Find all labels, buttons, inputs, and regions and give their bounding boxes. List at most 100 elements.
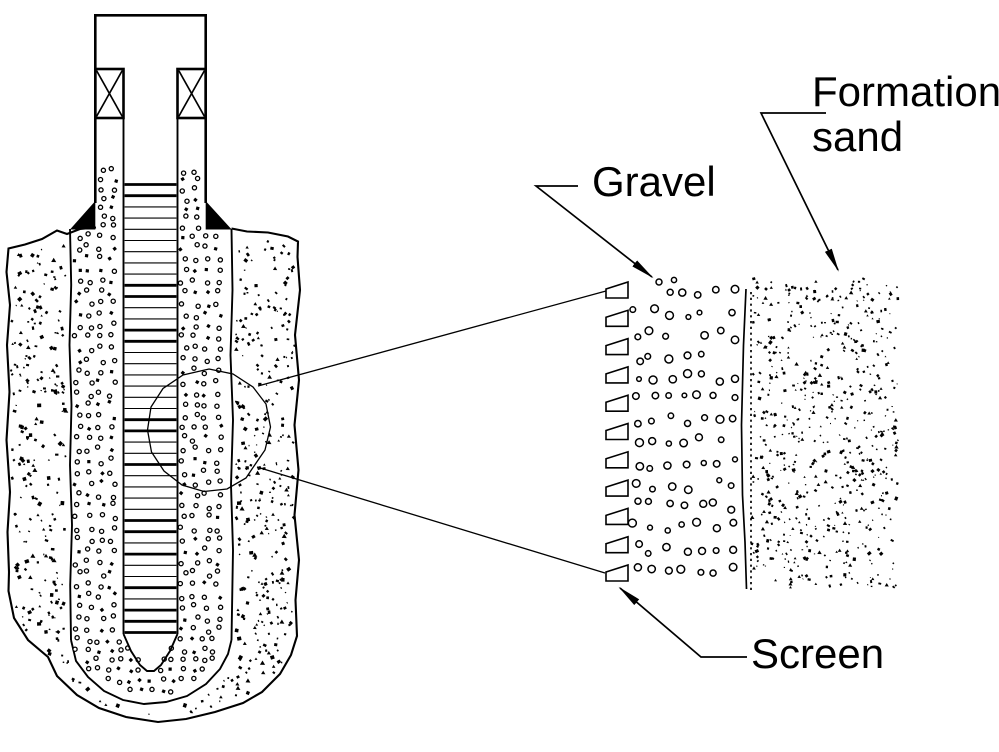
gravel-dot	[206, 557, 213, 564]
sand-speck	[243, 292, 246, 295]
gravel-dot	[74, 459, 81, 465]
sand-speck	[280, 526, 284, 530]
sand-speck	[277, 518, 280, 522]
sand-speck	[877, 377, 881, 380]
gravel-dot	[183, 570, 189, 576]
gravel-circle	[716, 477, 723, 484]
sand-speck	[261, 432, 265, 435]
gravel-dot	[110, 222, 117, 228]
sand-speck	[237, 654, 244, 661]
sand-speck	[785, 552, 788, 556]
sand-speck	[762, 439, 766, 442]
sand-speck	[61, 583, 64, 586]
sand-speck	[283, 502, 286, 506]
sand-speck	[794, 388, 797, 391]
screen-wire	[605, 450, 629, 469]
packer-left	[94, 67, 125, 120]
gravel-dot	[191, 675, 197, 682]
gravel-dot	[206, 512, 212, 518]
sand-speck	[862, 479, 865, 481]
sand-speck	[846, 326, 850, 330]
sand-speck	[23, 540, 26, 543]
sand-speck	[238, 250, 241, 253]
gravel-dot	[105, 667, 112, 673]
gravel-dot	[180, 656, 186, 662]
sand-speck	[271, 512, 275, 516]
sand-speck	[784, 288, 788, 291]
sand-speck	[267, 374, 273, 379]
sand-speck	[791, 310, 793, 313]
sand-speck	[267, 532, 270, 535]
sand-speck	[248, 444, 250, 447]
sand-speck	[244, 317, 248, 320]
sand-speck	[762, 410, 766, 415]
sand-speck	[44, 538, 49, 543]
gravel-dot	[206, 505, 212, 512]
gravel-leader-line	[533, 185, 654, 279]
sand-speck	[273, 363, 278, 369]
sand-speck	[777, 540, 781, 544]
gravel-dot	[205, 479, 212, 485]
sand-speck	[20, 429, 25, 434]
sand-speck	[62, 661, 65, 664]
sand-speck	[18, 373, 22, 376]
sand-speck	[44, 535, 47, 537]
sand-speck	[868, 527, 873, 532]
sand-speck	[31, 389, 37, 394]
gravel-circle	[644, 352, 652, 360]
gravel-dot	[72, 562, 79, 568]
sand-speck	[857, 280, 861, 283]
gravel-dot	[83, 557, 90, 563]
sand-speck	[872, 340, 875, 343]
sand-speck	[260, 582, 264, 585]
sand-speck	[19, 374, 22, 377]
sand-speck	[251, 338, 256, 343]
sand-speck	[893, 425, 898, 430]
sand-speck	[764, 287, 768, 291]
sand-speck	[844, 456, 847, 460]
gravel-circle	[636, 357, 645, 366]
sand-speck	[237, 537, 242, 542]
sand-speck	[891, 405, 893, 408]
sand-speck	[794, 361, 799, 366]
gravel-dot	[180, 665, 187, 672]
gravel-circle	[730, 284, 740, 294]
sand-speck	[265, 649, 268, 652]
sand-speck	[869, 577, 872, 579]
sand-speck	[237, 458, 241, 463]
gravel-dot	[98, 584, 104, 590]
sand-speck	[253, 451, 256, 453]
sand-speck	[247, 385, 250, 388]
gravel-dot	[193, 197, 198, 203]
sand-speck	[775, 549, 778, 552]
sand-speck	[272, 266, 278, 271]
gravel-dot	[217, 616, 223, 623]
gravel-circle	[699, 499, 708, 509]
sand-speck	[866, 314, 869, 317]
sand-speck	[27, 618, 32, 622]
gravel-dot	[194, 492, 201, 499]
sand-speck	[784, 558, 787, 561]
formation-sand-stipple	[9, 240, 296, 715]
sand-speck	[769, 557, 773, 560]
sand-speck	[756, 542, 760, 547]
sand-speck	[244, 286, 249, 291]
sand-speck	[805, 372, 809, 376]
sand-speck	[768, 511, 772, 515]
sand-speck	[245, 245, 249, 249]
sand-speck	[830, 486, 834, 490]
sand-speck	[805, 523, 808, 526]
gravel-dot	[177, 580, 184, 587]
sand-speck	[884, 362, 889, 367]
gravel-circle	[664, 527, 672, 534]
sand-speck	[805, 558, 808, 561]
sand-speck	[18, 330, 23, 335]
gravel-dot	[112, 246, 117, 252]
sand-speck	[291, 515, 296, 520]
sand-speck	[253, 434, 256, 437]
sand-speck	[249, 463, 253, 467]
sand-speck	[892, 444, 894, 446]
sand-speck	[856, 300, 858, 302]
sand-speck	[19, 456, 24, 462]
sand-speck	[234, 339, 239, 344]
